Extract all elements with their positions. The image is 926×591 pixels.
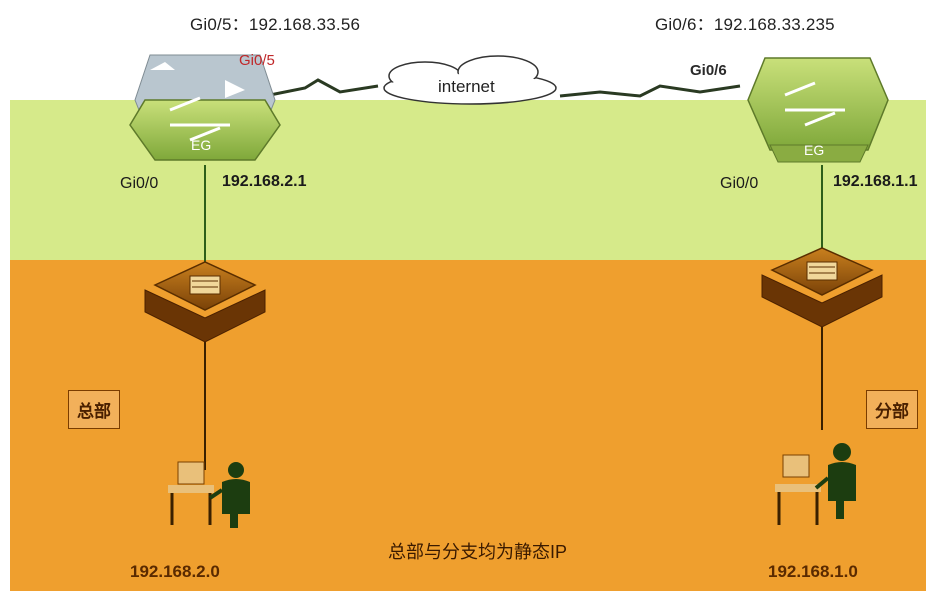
hq-network-label: 192.168.2.0 [130,562,220,581]
hq-pc-user-icon [168,461,250,528]
branch-switch-icon [761,247,883,328]
internet-cloud-label: internet [438,77,495,96]
branch-network-label: 192.168.1.0 [768,562,858,581]
branch-wan-address-label: Gi0/6：192.168.33.235 [655,15,835,34]
internet-cloud-icon [383,55,557,105]
hq-wan-address-label: Gi0/5：192.168.33.56 [190,15,361,34]
branch-wan-link [559,84,741,98]
hq-router-label: EG [191,137,212,153]
hq-site-label: 总部 [68,390,120,429]
branch-site-label: 分部 [866,390,918,429]
branch-pc-user-icon [775,443,856,525]
branch-router-label: EG [804,142,825,158]
hq-wan-link [264,78,379,98]
static-ip-note: 总部与分支均为静态IP [388,542,568,562]
branch-wan-port-label: Gi0/6 [690,62,727,79]
hq-lan-port-label: Gi0/0 [120,175,159,192]
branch-router-icon [747,57,889,163]
branch-lan-port-label: Gi0/0 [720,175,759,192]
branch-lan-ip-label: 192.168.1.1 [833,173,918,190]
hq-switch-icon [144,261,266,343]
hq-router-icon [129,54,281,161]
hq-wan-port-label: Gi0/5 [239,52,275,69]
hq-lan-ip-label: 192.168.2.1 [222,173,307,190]
